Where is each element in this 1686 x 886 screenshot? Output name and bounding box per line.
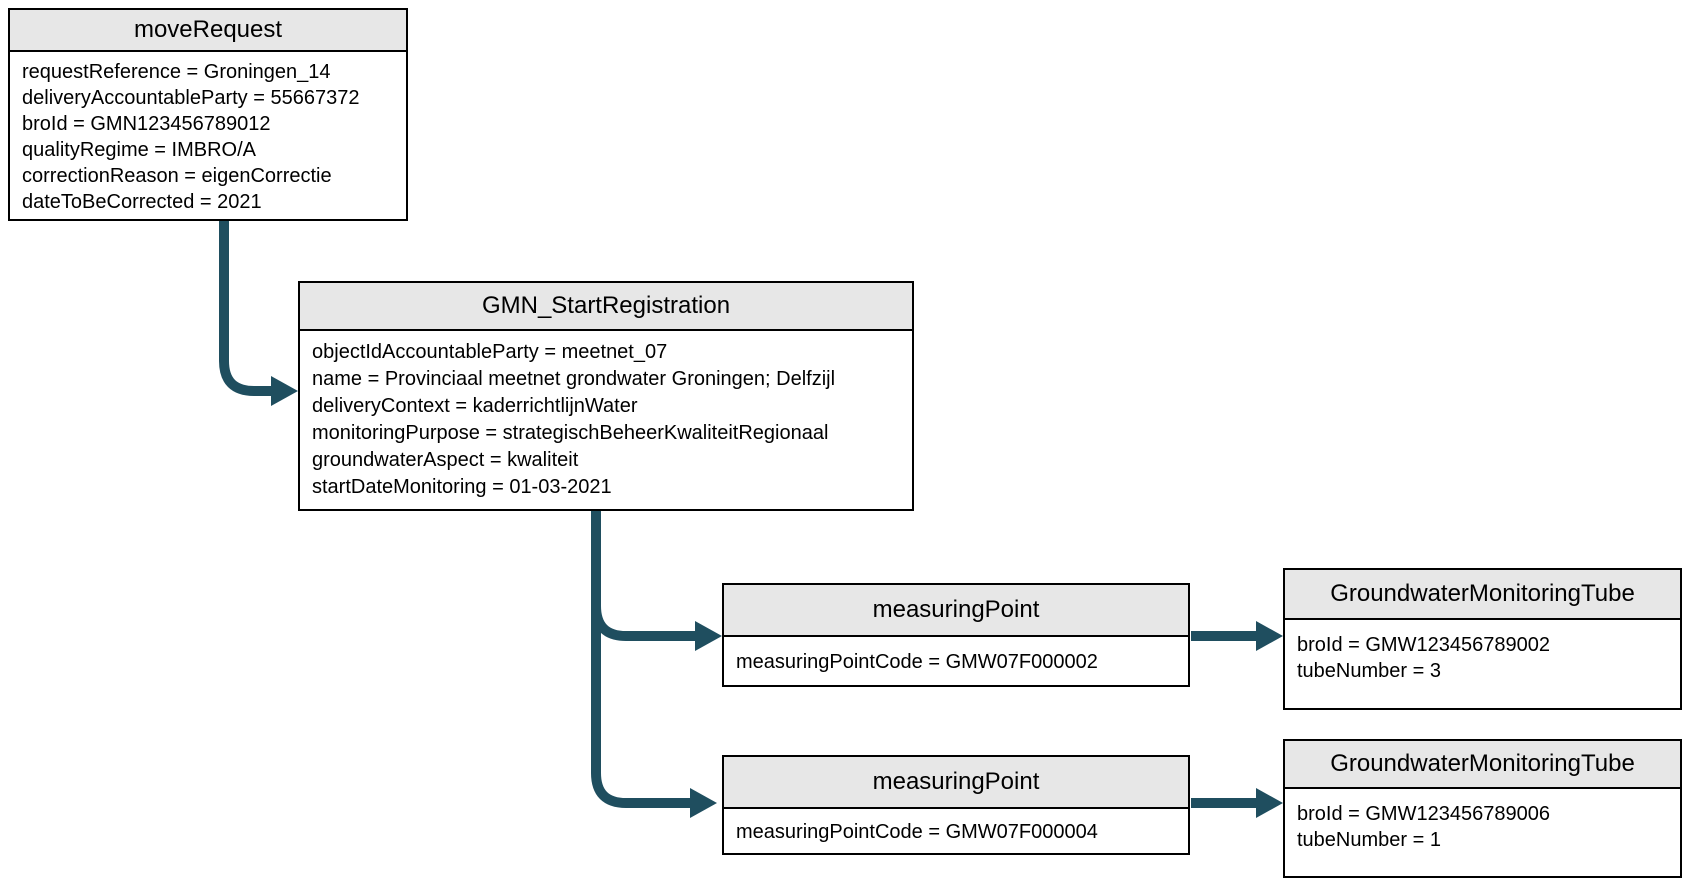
node-measuringpoint-2-title: measuringPoint <box>724 757 1188 809</box>
attribute-line: name = Provinciaal meetnet grondwater Gr… <box>312 368 836 390</box>
attribute-line: tubeNumber = 3 <box>1297 660 1441 682</box>
connector-measuringpoint2-to-tube2 <box>1191 788 1283 818</box>
node-gmn-startregistration: GMN_StartRegistration objectIdAccountabl… <box>298 281 914 511</box>
attribute-line: measuringPointCode = GMW07F000002 <box>736 651 1098 673</box>
arrowhead-icon <box>271 376 298 406</box>
attribute-line: objectIdAccountableParty = meetnet_07 <box>312 341 668 363</box>
attribute-line: broId = GMN123456789012 <box>22 113 271 135</box>
attribute-line: requestReference = Groningen_14 <box>22 61 331 83</box>
attribute-line: correctionReason = eigenCorrectie <box>22 165 332 187</box>
node-moverequest-body: requestReference = Groningen_14 delivery… <box>10 52 406 222</box>
attribute-line: measuringPointCode = GMW07F000004 <box>736 821 1098 843</box>
node-measuringpoint-1-body: measuringPointCode = GMW07F000002 <box>724 637 1188 682</box>
attribute-line: startDateMonitoring = 01-03-2021 <box>312 476 612 498</box>
node-moverequest-title: moveRequest <box>10 10 406 52</box>
node-groundwatermonitoringtube-2: GroundwaterMonitoringTube broId = GMW123… <box>1283 739 1682 878</box>
attribute-line: groundwaterAspect = kwaliteit <box>312 449 579 471</box>
node-groundwatermonitoringtube-1-body: broId = GMW123456789002 tubeNumber = 3 <box>1285 620 1680 691</box>
node-groundwatermonitoringtube-1-title: GroundwaterMonitoringTube <box>1285 570 1680 620</box>
attribute-line: deliveryContext = kaderrichtlijnWater <box>312 395 638 417</box>
connector-line <box>591 510 695 641</box>
connector-line <box>591 510 690 808</box>
arrowhead-icon <box>1256 788 1283 818</box>
attribute-line: deliveryAccountableParty = 55667372 <box>22 87 360 109</box>
attribute-line: tubeNumber = 1 <box>1297 829 1441 851</box>
connector-gmn-to-measuringpoint-2 <box>591 510 717 818</box>
attribute-line: broId = GMW123456789006 <box>1297 803 1550 825</box>
attribute-line: dateToBeCorrected = 2021 <box>22 191 262 213</box>
connector-moverequest-to-gmn <box>219 220 298 406</box>
connector-measuringpoint1-to-tube1 <box>1191 621 1283 651</box>
node-measuringpoint-1: measuringPoint measuringPointCode = GMW0… <box>722 583 1190 687</box>
connector-gmn-to-measuringpoint-1 <box>591 510 722 651</box>
attribute-line: broId = GMW123456789002 <box>1297 634 1550 656</box>
arrowhead-icon <box>695 621 722 651</box>
node-gmn-startregistration-body: objectIdAccountableParty = meetnet_07 na… <box>300 331 912 508</box>
attribute-line: monitoringPurpose = strategischBeheerKwa… <box>312 422 829 444</box>
node-measuringpoint-2: measuringPoint measuringPointCode = GMW0… <box>722 755 1190 855</box>
node-groundwatermonitoringtube-2-body: broId = GMW123456789006 tubeNumber = 1 <box>1285 789 1680 860</box>
arrowhead-icon <box>690 788 717 818</box>
node-moverequest: moveRequest requestReference = Groningen… <box>8 8 408 221</box>
node-measuringpoint-2-body: measuringPointCode = GMW07F000004 <box>724 809 1188 852</box>
attribute-line: qualityRegime = IMBRO/A <box>22 139 256 161</box>
node-measuringpoint-1-title: measuringPoint <box>724 585 1188 637</box>
node-gmn-startregistration-title: GMN_StartRegistration <box>300 283 912 331</box>
node-groundwatermonitoringtube-2-title: GroundwaterMonitoringTube <box>1285 741 1680 789</box>
arrowhead-icon <box>1256 621 1283 651</box>
node-groundwatermonitoringtube-1: GroundwaterMonitoringTube broId = GMW123… <box>1283 568 1682 710</box>
connector-line <box>219 220 271 396</box>
